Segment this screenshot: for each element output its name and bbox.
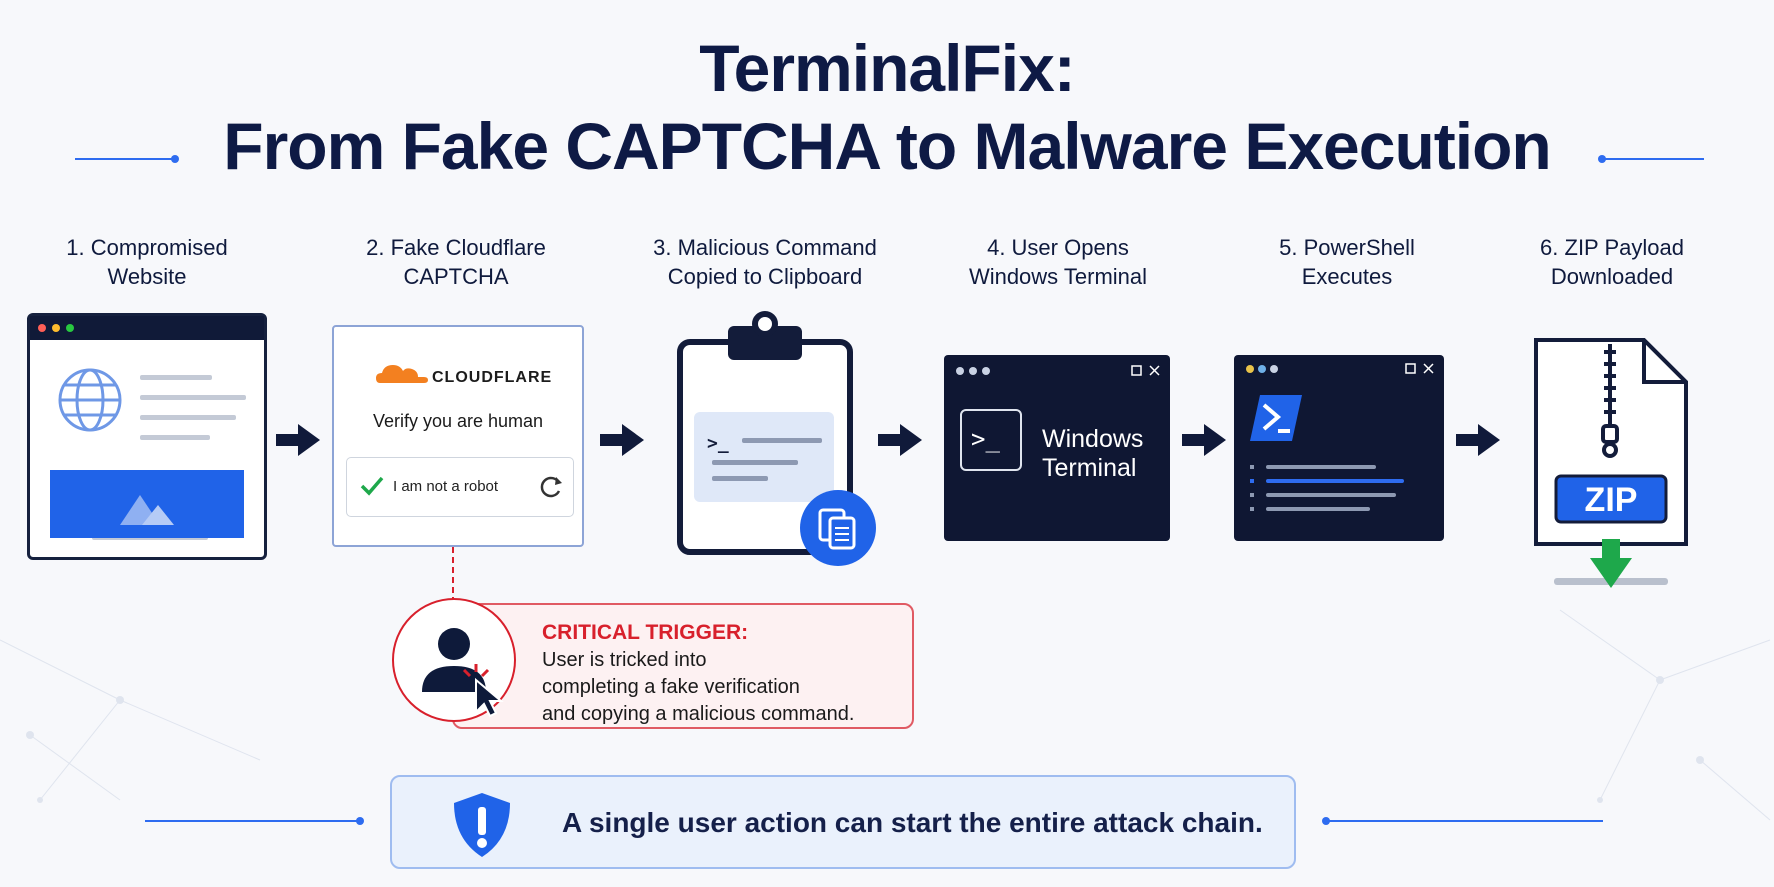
title-rule-left-dot: [171, 155, 179, 163]
refresh-icon[interactable]: [537, 473, 565, 501]
banner-rule-left-dot: [356, 817, 364, 825]
clipboard-clip: [728, 326, 802, 360]
browser-maximize-dot: [66, 324, 74, 332]
checkmark-icon: [360, 476, 384, 496]
flow-arrow-2: [600, 424, 644, 456]
zipper-icon: [1601, 344, 1619, 458]
banner-message: A single user action can start the entir…: [562, 807, 1263, 838]
critical-connector-line: [452, 547, 454, 602]
critical-trigger-callout: CRITICAL TRIGGER: User is tricked into c…: [452, 603, 914, 729]
critical-line-2: completing a fake verification: [542, 676, 800, 698]
powershell-window: [1234, 355, 1444, 541]
clipboard-illustration: >_: [677, 311, 876, 566]
banner-image-placeholder: [50, 470, 244, 538]
flow-arrow-1: [276, 424, 320, 456]
browser-title-bar: [30, 316, 264, 340]
zip-file-illustration: ZIP: [1534, 338, 1688, 588]
globe-icon: [58, 368, 122, 432]
title-rule-right: [1604, 158, 1704, 160]
flow-arrow-3: [878, 424, 922, 456]
page-title-line2: From Fake CAPTCHA to Malware Execution: [223, 109, 1551, 183]
captcha-checkbox-label: I am not a robot: [393, 478, 499, 495]
user-click-badge: [392, 598, 516, 722]
banner-rule-right: [1328, 820, 1603, 822]
flow-arrow-4: [1182, 424, 1226, 456]
cloudflare-cloud-icon: [376, 365, 428, 383]
browser-page-content: [50, 368, 246, 540]
powershell-content: [1250, 395, 1404, 511]
download-arrow-icon: [1590, 539, 1632, 588]
powershell-icon: [1250, 395, 1302, 441]
key-takeaway-banner: A single user action can start the entir…: [390, 775, 1296, 869]
cloudflare-brand: CLOUDFLARE: [432, 369, 553, 386]
zip-label: ZIP: [1585, 481, 1638, 519]
flow-arrow-5: [1456, 424, 1500, 456]
page-title-line1: TerminalFix:: [699, 31, 1076, 105]
window-controls-icon: [1131, 365, 1160, 376]
banner-rule-left: [145, 820, 360, 822]
critical-line-3: and copying a malicious command.: [542, 703, 855, 725]
banner-rule-right-dot: [1322, 817, 1330, 825]
prompt-glyph: >_: [707, 433, 729, 454]
captcha-prompt: Verify you are human: [372, 411, 544, 431]
copy-icon: [800, 490, 876, 566]
zip-badge: [1554, 474, 1668, 524]
terminal-app-icon: >_: [960, 409, 1022, 471]
title-rule-right-dot: [1598, 155, 1606, 163]
fake-captcha-card: CLOUDFLARE Verify you are human I am not…: [332, 325, 584, 547]
browser-minimize-dot: [52, 324, 60, 332]
browser-close-dot: [38, 324, 46, 332]
title-rule-left: [75, 158, 175, 160]
compromised-website-illustration: [27, 313, 267, 560]
window-controls-icon: [1405, 363, 1434, 374]
critical-line-1: User is tricked into: [542, 649, 707, 671]
captcha-checkbox-widget[interactable]: I am not a robot: [346, 457, 574, 517]
shield-alert-icon: [454, 793, 510, 857]
user-click-icon: [422, 628, 504, 718]
critical-title: CRITICAL TRIGGER:: [542, 621, 749, 644]
copied-command-card: [694, 412, 834, 502]
